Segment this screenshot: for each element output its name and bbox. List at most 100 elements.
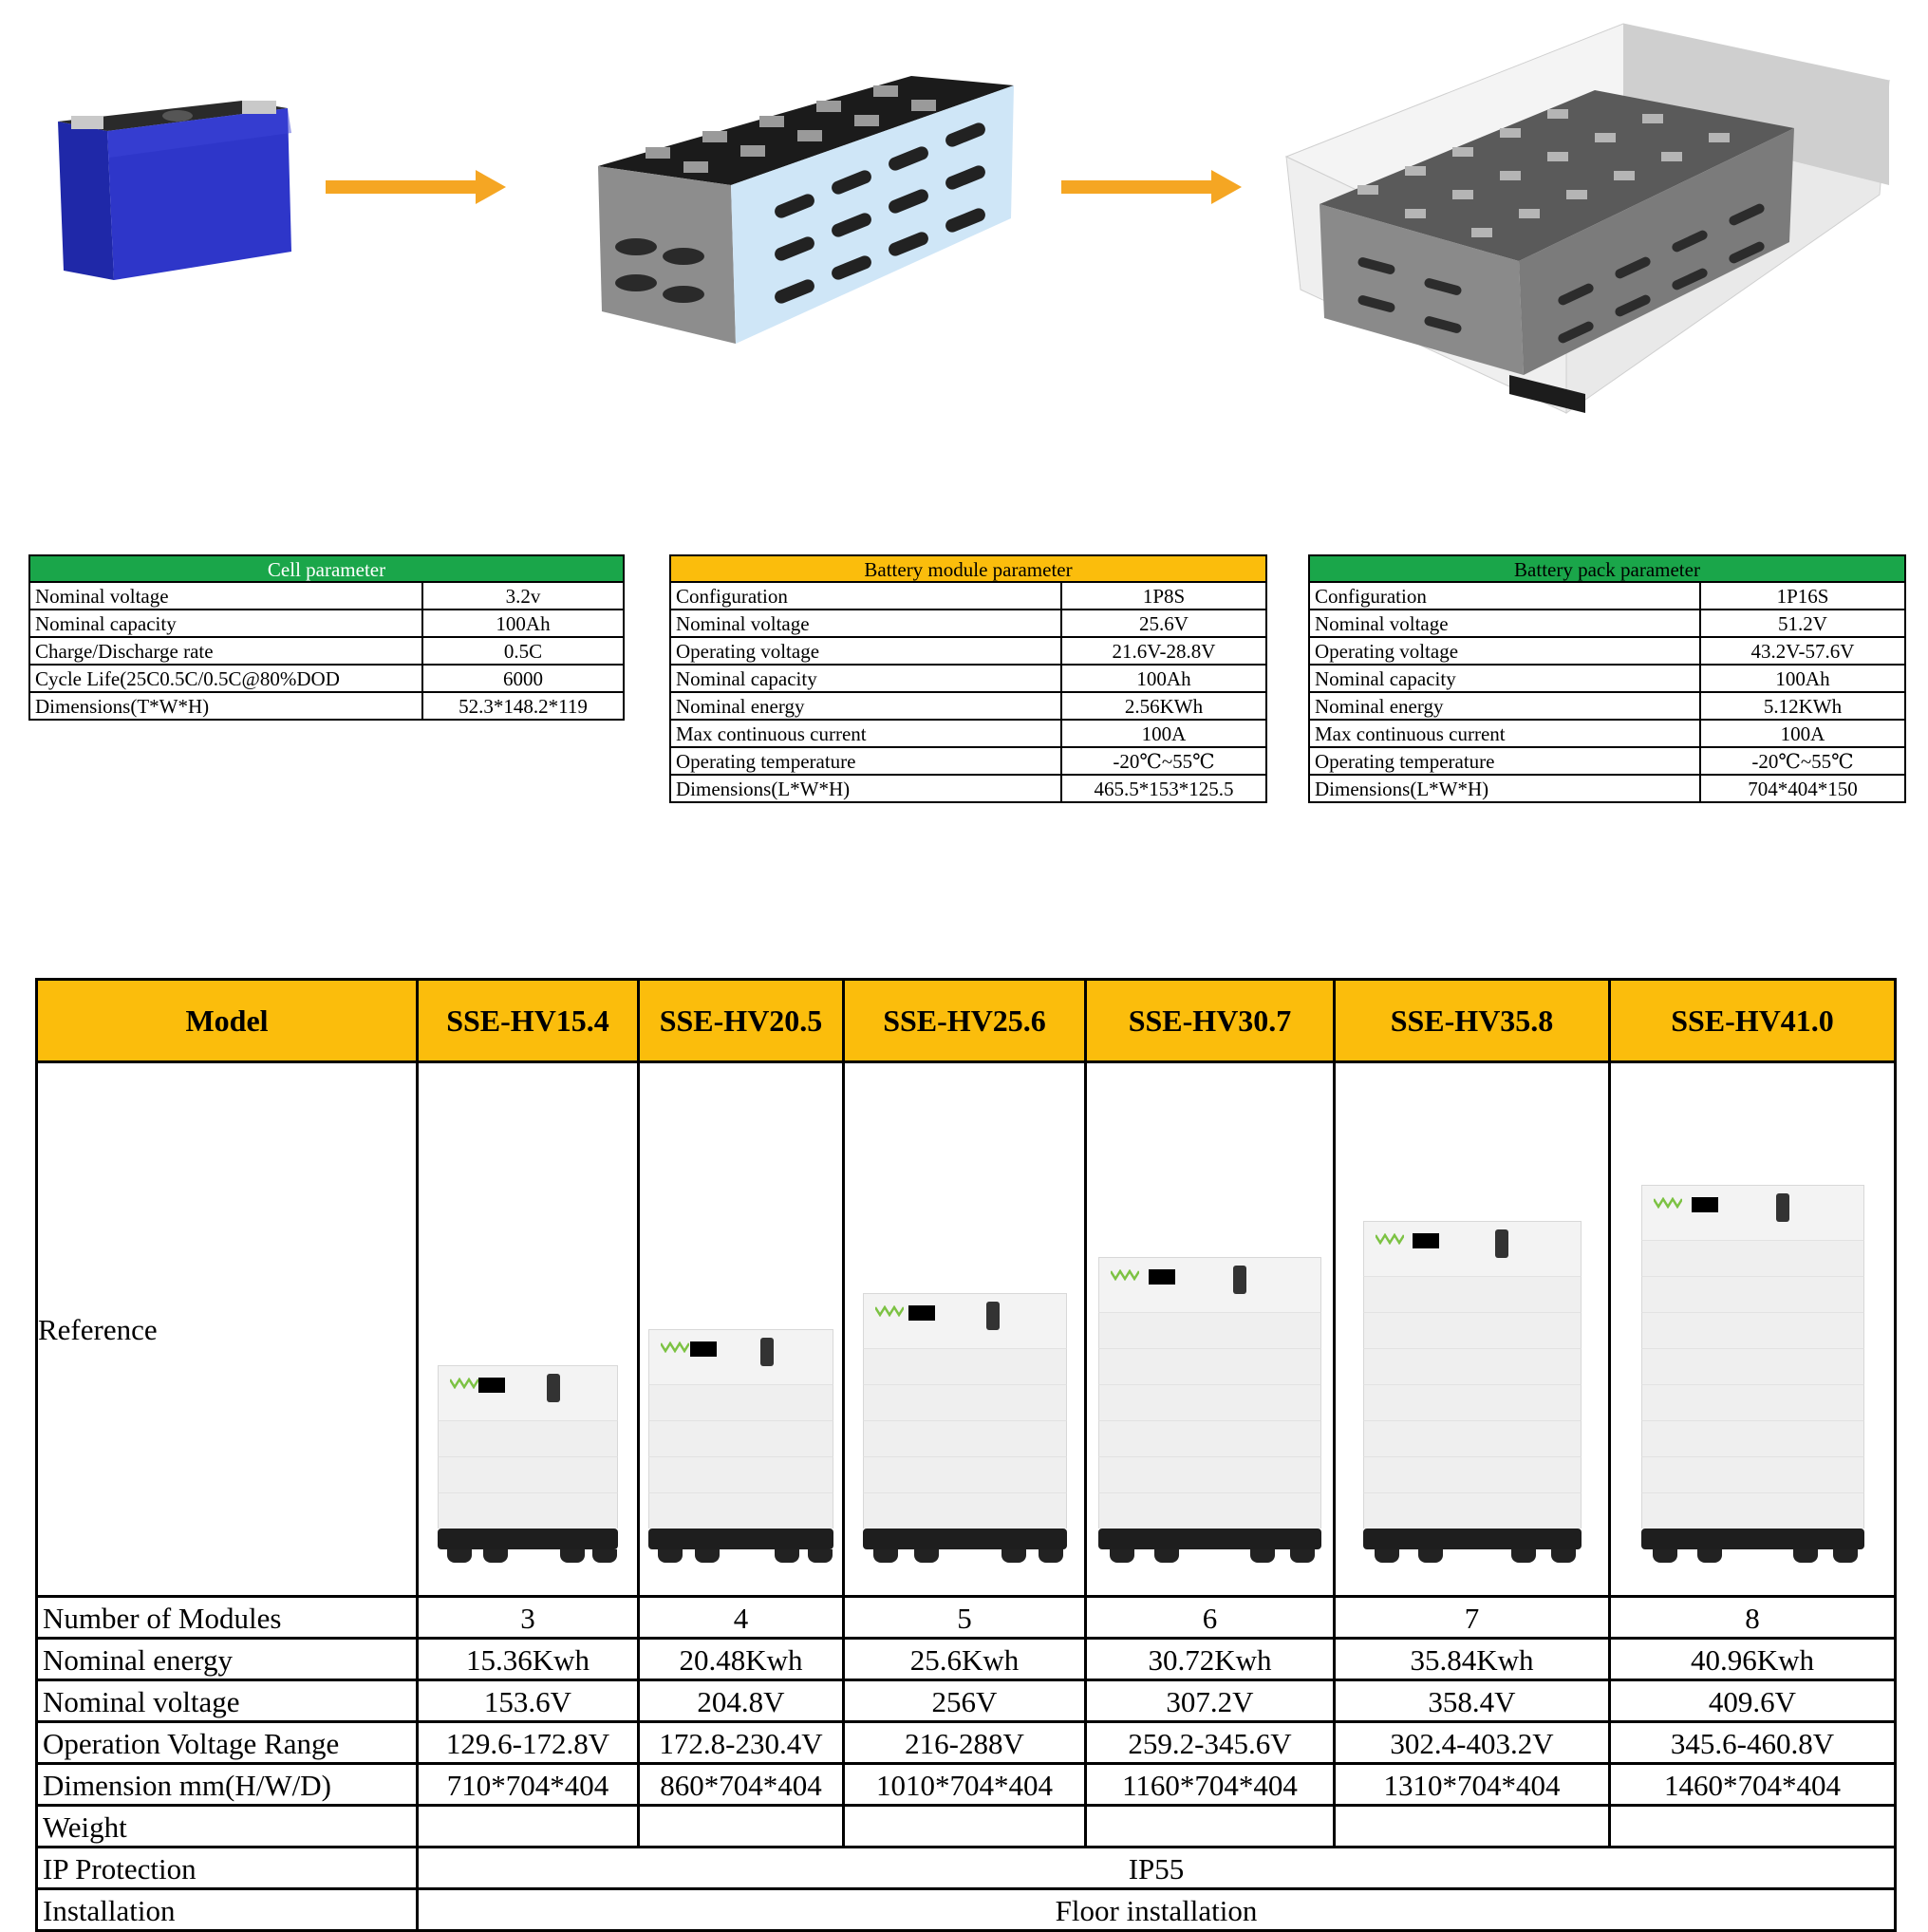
- table-cell: 409.6V: [1608, 1679, 1897, 1723]
- table-cell: IP55: [416, 1846, 1897, 1890]
- foot-icon: [658, 1549, 683, 1563]
- table-cell: Floor installation: [416, 1887, 1897, 1932]
- brand-logo-icon: [1375, 1233, 1404, 1245]
- row-label: Nominal voltage: [35, 1679, 419, 1723]
- model-name: SSE-HV30.7: [1084, 978, 1336, 1063]
- brand-logo-icon: [1111, 1269, 1139, 1281]
- table-cell: 302.4-403.2V: [1333, 1720, 1611, 1765]
- foot-icon: [1250, 1549, 1275, 1563]
- cell-param-label: Nominal voltage: [28, 581, 423, 610]
- table-row: Operating temperature-20℃~55℃: [669, 746, 1267, 776]
- stack-feet: [1098, 1549, 1321, 1566]
- battery-pack-image: [1282, 14, 1899, 418]
- pack-param-label: Configuration: [1308, 581, 1701, 610]
- foot-icon: [1792, 1549, 1818, 1563]
- table-cell: 7: [1333, 1595, 1611, 1640]
- power-switch-icon: [985, 1302, 1000, 1330]
- foot-icon: [775, 1549, 799, 1563]
- pack-param-label: Nominal voltage: [1308, 609, 1701, 638]
- pack-param-value: 1P16S: [1699, 581, 1906, 610]
- battery-module-block: [1098, 1456, 1321, 1492]
- stack-base: [862, 1529, 1067, 1549]
- reference-label: Reference: [35, 1060, 419, 1598]
- table-header-row: Model SSE-HV15.4 SSE-HV20.5 SSE-HV25.6 S…: [35, 978, 1897, 1063]
- reference-image-cell: [1084, 1060, 1336, 1598]
- pack-param-label: Operating voltage: [1308, 636, 1701, 666]
- stack-feet: [648, 1549, 833, 1566]
- battery-module-block: [648, 1492, 833, 1529]
- foot-icon: [695, 1549, 720, 1563]
- display-screen: [1412, 1233, 1439, 1248]
- stack-feet: [1641, 1549, 1864, 1566]
- row-label: Dimension mm(H/W/D): [35, 1762, 419, 1807]
- module-param-label: Nominal capacity: [669, 664, 1062, 693]
- table-cell: [842, 1804, 1087, 1848]
- table-cell: 256V: [842, 1679, 1087, 1723]
- table-cell: 4: [637, 1595, 845, 1640]
- battery-module-block: [1640, 1348, 1864, 1384]
- pack-param-value: 100Ah: [1699, 664, 1906, 693]
- bms-top-unit: [1098, 1257, 1321, 1312]
- module-param-value: 100A: [1060, 719, 1267, 748]
- cell-param-label: Charge/Discharge rate: [28, 636, 423, 666]
- display-screen: [478, 1378, 505, 1393]
- reference-image-cell: [1333, 1060, 1611, 1598]
- foot-icon: [1652, 1549, 1677, 1563]
- model-comparison-table: Model SSE-HV15.4 SSE-HV20.5 SSE-HV25.6 S…: [35, 978, 1897, 1932]
- table-cell: 15.36Kwh: [416, 1637, 640, 1681]
- module-param-label: Dimensions(L*W*H): [669, 774, 1062, 803]
- reference-image-cell: [637, 1060, 845, 1598]
- table-cell: 153.6V: [416, 1679, 640, 1723]
- table-row: Nominal energy 15.36Kwh 20.48Kwh 25.6Kwh…: [35, 1637, 1897, 1681]
- battery-module-block: [1362, 1456, 1582, 1492]
- cell-param-label: Dimensions(T*W*H): [28, 691, 423, 721]
- lfp-cell-image: [52, 95, 294, 285]
- battery-module-block: [1640, 1384, 1864, 1420]
- power-switch-icon: [760, 1338, 774, 1366]
- module-param-value: -20℃~55℃: [1060, 746, 1267, 776]
- battery-module-block: [1640, 1420, 1864, 1456]
- battery-module-block: [862, 1348, 1067, 1384]
- battery-module-block: [1098, 1384, 1321, 1420]
- table-cell: 1010*704*404: [842, 1762, 1087, 1807]
- module-param-value: 2.56KWh: [1060, 691, 1267, 721]
- table-cell: 8: [1608, 1595, 1897, 1640]
- table-row: Weight: [35, 1804, 1897, 1848]
- battery-module-block: [438, 1420, 618, 1456]
- battery-module-block: [1098, 1420, 1321, 1456]
- cell-param-value: 52.3*148.2*119: [421, 691, 625, 721]
- model-name: SSE-HV41.0: [1608, 978, 1897, 1063]
- foot-icon: [1110, 1549, 1134, 1563]
- table-cell: [1084, 1804, 1336, 1848]
- row-label: Nominal energy: [35, 1637, 419, 1681]
- cell-param-value: 3.2v: [421, 581, 625, 610]
- model-header-label: Model: [35, 978, 419, 1063]
- reference-row: Reference: [35, 1060, 1897, 1598]
- module-param-value: 21.6V-28.8V: [1060, 636, 1267, 666]
- battery-module-block: [1640, 1312, 1864, 1348]
- table-cell: 35.84Kwh: [1333, 1637, 1611, 1681]
- table-cell: 345.6-460.8V: [1608, 1720, 1897, 1765]
- table-cell: 5: [842, 1595, 1087, 1640]
- battery-stack-image: [1098, 1257, 1321, 1566]
- brand-logo-icon: [1653, 1197, 1682, 1209]
- foot-icon: [483, 1549, 508, 1563]
- display-screen: [908, 1305, 935, 1321]
- bms-top-unit: [862, 1293, 1067, 1348]
- stack-feet: [438, 1549, 618, 1566]
- battery-module-block: [1362, 1276, 1582, 1312]
- foot-icon: [1154, 1549, 1179, 1563]
- table-cell: 1160*704*404: [1084, 1762, 1336, 1807]
- reference-image-cell: [1608, 1060, 1897, 1598]
- model-name: SSE-HV15.4: [416, 978, 640, 1063]
- table-row: Operation Voltage Range 129.6-172.8V 172…: [35, 1720, 1897, 1765]
- model-name: SSE-HV25.6: [842, 978, 1087, 1063]
- brand-logo-icon: [874, 1305, 904, 1317]
- module-param-label: Max continuous current: [669, 719, 1062, 748]
- battery-module-block: [1098, 1348, 1321, 1384]
